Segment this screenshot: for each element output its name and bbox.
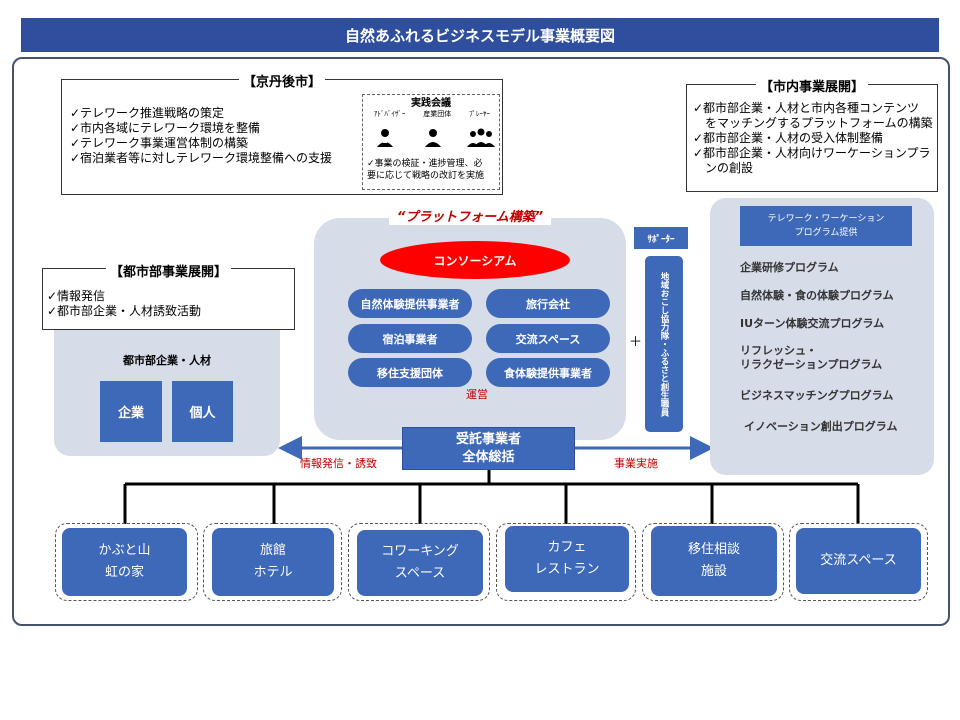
- role-label: ﾌﾟﾚｰﾔｰ: [469, 110, 491, 118]
- facility-line: ホテル: [253, 565, 293, 580]
- facility-frame: カフェ レストラン: [496, 523, 636, 601]
- shinai-list: ✓都市部企業・人材と市内各種コンテンツ をマッチングするプラットフォームの構築 …: [693, 101, 933, 176]
- contractor-line: 受託事業者: [455, 431, 521, 447]
- facility-box: カフェ レストラン: [505, 526, 629, 592]
- facility-frame: 交流スペース: [789, 523, 928, 601]
- individual-box: 個人: [172, 381, 233, 442]
- program-item: IUターン体験交流プログラム: [740, 317, 885, 330]
- programs-panel: テレワーク・ワーケーション プログラム提供 企業研修プログラム 自然体験・食の体…: [710, 198, 934, 475]
- program-item: 企業研修プログラム: [740, 261, 839, 274]
- facility-line: 施設: [700, 564, 727, 579]
- program-item: 自然体験・食の体験プログラム: [740, 289, 894, 302]
- list-item: ✓都市部企業・人材の受入体制整備: [693, 131, 884, 145]
- shinai-title: 【市内事業展開】: [755, 80, 868, 95]
- facility-frame: 旅館 ホテル: [203, 523, 342, 601]
- program-item: ビジネスマッチングプログラム: [740, 389, 894, 402]
- platform-title: “プラットフォーム構築”: [388, 210, 552, 225]
- facility-frame: コワーキング スペース: [348, 523, 490, 601]
- meeting-title: 実践会議: [411, 98, 451, 109]
- consortium-ellipse: コンソーシアム: [380, 241, 570, 279]
- list-item: ✓テレワーク推進戦略の策定: [70, 106, 225, 120]
- programs-header-line: プログラム提供: [794, 228, 858, 238]
- facility-box: 移住相談 施設: [651, 526, 777, 596]
- kyotango-list: ✓テレワーク推進戦略の策定 ✓市内各域にテレワーク環境を整備 ✓テレワーク事業運…: [70, 106, 332, 166]
- member-pill: 交流スペース: [486, 324, 610, 353]
- toshibu-panel-label: 都市部企業・人材: [123, 354, 211, 367]
- facility-frame: かぶと山 虹の家: [55, 523, 198, 601]
- list-item: をマッチングするプラットフォームの構築: [693, 116, 933, 130]
- list-item: ✓都市部企業・人材誘致活動: [47, 304, 202, 318]
- role-label: 産業団体: [423, 110, 452, 118]
- diagram-frame: [12, 57, 950, 626]
- facility-line: 虹の家: [104, 565, 144, 580]
- meeting-box: 実践会議 ｱﾄﾞﾊﾞｲｻﾞｰ 産業団体 ﾌﾟﾚｰﾔｰ ✓事業の検証・進捗管理、必…: [362, 94, 500, 190]
- list-item: ✓宿泊業者等に対しテレワーク環境整備への支援: [70, 151, 333, 165]
- jisshi-label: 事業実施: [614, 457, 658, 470]
- program-item: イノベーション創出プログラム: [744, 420, 898, 433]
- facility-line: かぶと山: [98, 543, 151, 558]
- member-pill: 移住支援団体: [348, 358, 472, 387]
- facility-box: かぶと山 虹の家: [62, 528, 187, 596]
- shinai-box: 【市内事業展開】 ✓都市部企業・人材と市内各種コンテンツ をマッチングするプラッ…: [686, 80, 938, 192]
- meeting-note: ✓事業の検証・進捗管理、必: [367, 159, 483, 169]
- platform-panel: “プラットフォーム構築” コンソーシアム 自然体験提供事業者 旅行会社 宿泊事業…: [314, 210, 626, 440]
- facility-line: 交流スペース: [820, 553, 897, 568]
- kyotango-title: 【京丹後市】: [238, 75, 325, 90]
- facility-line: 旅館: [259, 543, 286, 558]
- list-item: ✓市内各域にテレワーク環境を整備: [70, 121, 261, 135]
- facility-line: 移住相談: [687, 542, 740, 557]
- contractor-box: 受託事業者 全体総括: [402, 427, 575, 470]
- list-item: ✓テレワーク事業運営体制の構築: [70, 136, 249, 150]
- facility-line: コワーキング: [381, 544, 459, 559]
- member-pill: 旅行会社: [486, 289, 610, 318]
- facility-frame: 移住相談 施設: [642, 523, 784, 601]
- people-icons: [377, 128, 495, 147]
- member-pill: 食体験提供事業者: [486, 358, 610, 387]
- facility-line: カフェ: [547, 540, 587, 555]
- unei-label: 運営: [466, 388, 488, 401]
- list-item: ✓都市部企業・人材向けワーケーションプラ: [693, 146, 931, 160]
- programs-header: テレワーク・ワーケーション プログラム提供: [740, 206, 912, 246]
- facility-box: コワーキング スペース: [357, 530, 483, 596]
- facility-line: レストラン: [534, 562, 600, 577]
- meeting-note: 要に応じて戦略の改訂を実施: [367, 171, 485, 181]
- role-label: ｱﾄﾞﾊﾞｲｻﾞｰ: [373, 110, 406, 118]
- page-title: 自然あふれるビジネスモデル事業概要図: [21, 18, 939, 52]
- facility-box: 交流スペース: [796, 528, 921, 594]
- info-label: 情報発信・誘致: [300, 457, 377, 470]
- list-item: ✓情報発信: [47, 289, 106, 303]
- plus-sign: ＋: [629, 335, 643, 350]
- toshibu-box: 【都市部事業展開】 ✓情報発信 ✓都市部企業・人材誘致活動: [42, 265, 295, 330]
- program-item: リラクゼーションプログラム: [740, 358, 883, 371]
- list-item: ✓都市部企業・人材と市内各種コンテンツ: [693, 101, 920, 115]
- programs-header-line: テレワーク・ワーケーション: [767, 214, 885, 224]
- facility-box: 旅館 ホテル: [212, 528, 334, 596]
- member-pill: 自然体験提供事業者: [348, 289, 472, 318]
- list-item: ンの創設: [693, 161, 754, 175]
- contractor-line: 全体総括: [462, 449, 515, 465]
- facility-line: スペース: [394, 566, 446, 581]
- company-box: 企業: [100, 381, 162, 442]
- kyotango-box: 【京丹後市】 ✓テレワーク推進戦略の策定 ✓市内各域にテレワーク環境を整備 ✓テ…: [61, 75, 503, 195]
- toshibu-list: ✓情報発信 ✓都市部企業・人材誘致活動: [47, 289, 201, 319]
- group-icon: [467, 128, 495, 147]
- program-item: リフレッシュ・: [740, 344, 817, 357]
- member-pill: 宿泊事業者: [348, 324, 472, 353]
- toshibu-title: 【都市部事業展開】: [105, 265, 231, 280]
- supporter-vertical: 地域おこし協力隊・ふるさと創生職員: [645, 256, 683, 432]
- supporter-label: ｻﾎﾟｰﾀｰ: [634, 227, 688, 249]
- person-icon: [425, 129, 441, 147]
- advisor-icon: [377, 129, 393, 147]
